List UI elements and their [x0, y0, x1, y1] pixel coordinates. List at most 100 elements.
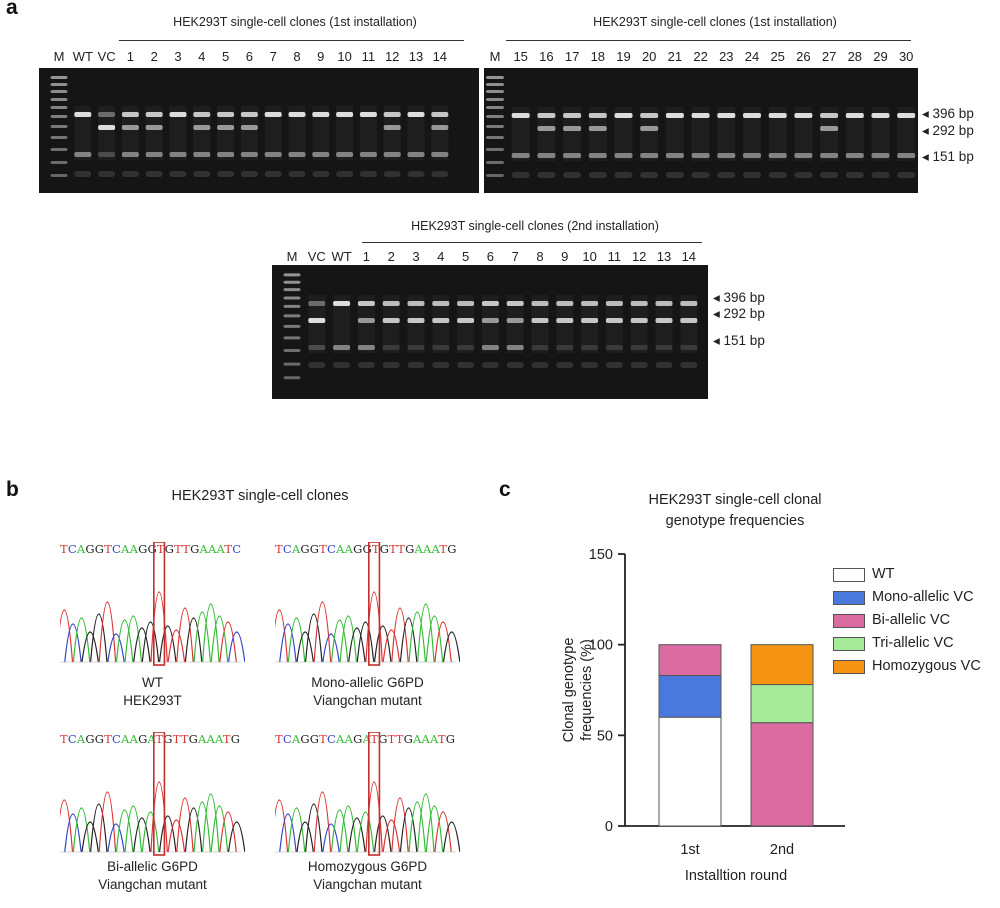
trace-peak [107, 823, 125, 853]
gel-band [431, 112, 449, 117]
gel-band [717, 153, 736, 158]
trace-peak [339, 615, 358, 663]
gel-band [665, 153, 684, 158]
gel-band [531, 318, 549, 323]
gel-band [486, 83, 504, 86]
chromatogram: TCAGGTCAAGATGTTGAAATG [60, 732, 245, 862]
trace-peak [107, 633, 125, 663]
trace-peak [184, 617, 203, 663]
trace-peak [81, 821, 99, 853]
sequence-text: TCAGGTCAAGGTGTTGAAATG [275, 542, 457, 556]
gel-band [640, 113, 659, 118]
gel-lane [511, 107, 530, 178]
gel-lane [431, 106, 449, 177]
trace-peak [322, 633, 340, 663]
trace-peak [227, 631, 245, 663]
trace-peak [373, 815, 392, 853]
gel-band [50, 76, 68, 79]
gel-band [432, 301, 450, 306]
gel-band [640, 153, 659, 158]
gel-lane [121, 106, 139, 177]
gel-band [431, 152, 449, 157]
gel-band [871, 113, 890, 118]
gel-band [50, 106, 68, 109]
gel-band [98, 112, 116, 117]
gel-band [74, 152, 92, 157]
gel-lane [357, 295, 375, 368]
trace-peak [425, 615, 444, 663]
band-marker-292-top: ◂ 292 bp [922, 123, 974, 138]
gel-lane [556, 295, 574, 368]
gel-band [336, 112, 354, 117]
trace-peak [158, 815, 177, 853]
trace-peak [202, 793, 220, 853]
band-marker-151-top-label: 151 bp [932, 149, 974, 164]
gel-band [357, 318, 375, 323]
gel-band [50, 125, 68, 128]
gel2-header: HEK293T single-cell clones (1st installa… [593, 15, 837, 29]
lane-label: 30 [898, 49, 914, 64]
gel-band [630, 345, 648, 350]
gel-band [655, 301, 673, 306]
legend-swatch [833, 614, 865, 628]
gel-band [50, 115, 68, 118]
caption-line-1: Mono-allelic G6PD [311, 675, 424, 690]
trace-peak [399, 617, 418, 663]
gel-band [605, 345, 623, 350]
trace-peak [167, 629, 186, 663]
lane-label: VC [307, 249, 326, 264]
gel-band [655, 318, 673, 323]
bar-segment [658, 674, 722, 718]
gel-lane [680, 295, 698, 368]
gel-band [145, 112, 163, 117]
gel-lane [630, 295, 648, 368]
trace-peak [287, 617, 306, 663]
gel-band [193, 112, 211, 117]
lane-label: 21 [667, 49, 683, 64]
gel-lane [588, 107, 607, 178]
trace-peak [408, 611, 426, 663]
trace-peak [275, 799, 289, 853]
trace-peak [425, 805, 444, 853]
trace-peak [391, 797, 409, 853]
lane-label: 8 [536, 249, 544, 264]
lane-label: M [286, 249, 298, 264]
trace-peak [434, 811, 452, 853]
gel-band [288, 112, 306, 117]
gel-band [486, 76, 504, 79]
gel-band [217, 152, 235, 157]
gel-band [308, 301, 326, 306]
gel-band [312, 112, 330, 117]
gel-band [486, 125, 504, 128]
gel-lane [655, 295, 673, 368]
gel-band [743, 153, 761, 158]
gel-band [98, 125, 116, 130]
gel-band [794, 153, 813, 158]
gel-band [486, 90, 504, 93]
gel1-header: HEK293T single-cell clones (1st installa… [173, 15, 417, 29]
gel-band [50, 83, 68, 86]
variant-highlight-box [153, 542, 166, 666]
lane-label: 13 [408, 49, 424, 64]
lane-label: 28 [847, 49, 863, 64]
lane-label: 17 [564, 49, 580, 64]
trace-peak [124, 805, 143, 853]
gel-band [193, 152, 211, 157]
gel-lane [169, 106, 187, 177]
gel-band [556, 318, 574, 323]
trace-peak [296, 821, 314, 853]
trace-peak [339, 805, 358, 853]
gel-band [145, 125, 163, 130]
trace-peak [193, 801, 211, 853]
gel-lane [333, 295, 351, 368]
gel-band [359, 112, 377, 117]
gel-band [382, 318, 400, 323]
trace-peak [304, 803, 323, 853]
gel-lane [383, 106, 401, 177]
legend-label: Homozygous VC [872, 658, 981, 674]
lane-label: 8 [293, 49, 301, 64]
band-marker-396-bottom: ◂ 396 bp [713, 290, 765, 305]
trace-peak [356, 811, 375, 853]
sequence-text: TCAGGTCAAGGTGTTGAAATC [60, 542, 242, 556]
